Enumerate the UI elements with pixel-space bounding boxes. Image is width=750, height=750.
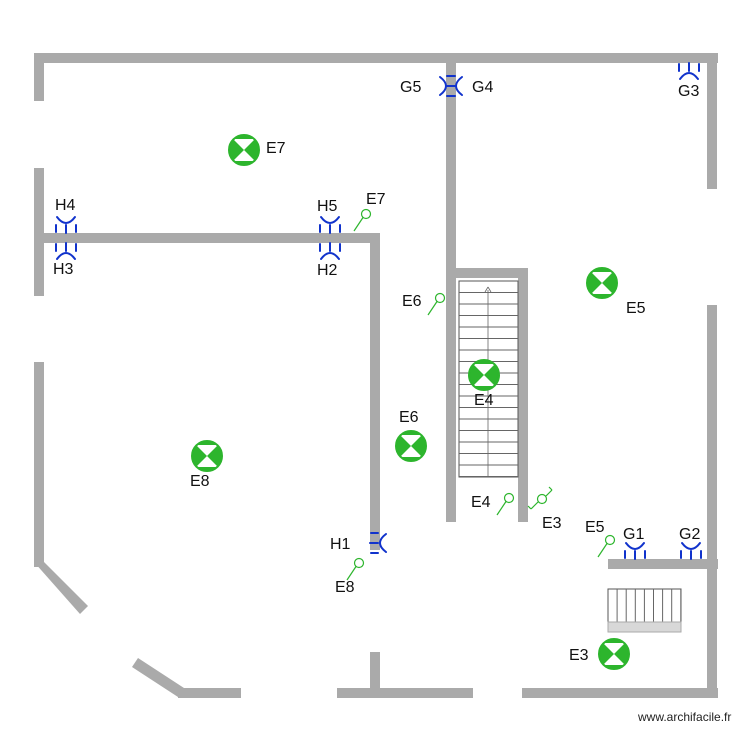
socket-label-h5: H5 [317, 198, 338, 215]
switches: E7 E6 E4 E3 [335, 191, 616, 597]
socket-icon [55, 242, 77, 260]
switch-e7[interactable]: E7 [353, 191, 386, 232]
wall-stair-right [518, 268, 528, 522]
light-label-e6: E6 [399, 409, 419, 426]
switch-icon [597, 534, 616, 558]
wall-bottom-left [178, 688, 241, 698]
socket-icon [319, 216, 341, 234]
switch-e6[interactable]: E6 [402, 292, 446, 316]
socket-icon [439, 75, 457, 97]
light-fixture-icon [598, 638, 630, 670]
switch-icon [353, 208, 372, 232]
socket-label-g4: G4 [472, 79, 493, 96]
wall-diagonal-bottom [132, 658, 184, 697]
wall-vertical-middle [370, 233, 380, 550]
socket-g4[interactable]: G4 [439, 75, 493, 97]
socket-icon [55, 216, 77, 234]
socket-h1[interactable]: H1 [330, 532, 387, 554]
switch-icon [527, 486, 553, 510]
socket-g2[interactable]: G2 [679, 526, 702, 560]
socket-label-h3: H3 [53, 261, 74, 278]
light-fixture-e3[interactable]: E3 [569, 638, 630, 670]
switch-label-e7: E7 [366, 191, 386, 208]
light-fixture-e5[interactable]: E5 [586, 267, 646, 317]
socket-icon [319, 242, 341, 260]
switch-label-e6: E6 [402, 293, 422, 310]
socket-icon [624, 542, 646, 560]
socket-icon [678, 62, 700, 80]
light-label-e4: E4 [474, 392, 494, 409]
wall-small-room-top [608, 559, 718, 569]
switch-label-e5: E5 [585, 519, 605, 536]
switch-label-e3: E3 [542, 515, 562, 532]
switch-e5[interactable]: E5 [585, 519, 616, 558]
switch-e3[interactable]: E3 [527, 486, 562, 532]
sockets: G5 G4 G3 H4 H3 H5 H2 [53, 62, 702, 560]
socket-label-g3: G3 [678, 83, 699, 100]
light-fixture-icon [468, 359, 500, 391]
wall-stair-top [446, 268, 528, 278]
switch-icon [427, 292, 446, 316]
socket-h4[interactable]: H4 [55, 197, 77, 234]
wall-bottom-right [522, 688, 718, 698]
socket-label-g5: G5 [400, 79, 421, 96]
switch-icon [346, 557, 365, 581]
light-fixture-icon [228, 134, 260, 166]
light-fixture-icon [395, 430, 427, 462]
wall-horizontal-upper [34, 233, 380, 243]
switch-icon [496, 492, 515, 516]
socket-label-h2: H2 [317, 262, 338, 279]
wall-vertical-hallway [446, 53, 456, 522]
watermark[interactable]: www.archifacile.fr [637, 710, 731, 724]
switch-e8[interactable]: E8 [335, 557, 365, 597]
socket-g1[interactable]: G1 [623, 526, 646, 560]
wall-right-bottom [707, 305, 717, 698]
wall-bottom-middle [337, 688, 473, 698]
wall-left-bottom [34, 362, 44, 567]
light-label-e7: E7 [266, 140, 286, 157]
socket-h5[interactable]: H5 [317, 198, 341, 234]
light-fixture-e7[interactable]: E7 [228, 134, 286, 166]
socket-label-h1: H1 [330, 536, 351, 553]
light-fixture-e6[interactable]: E6 [395, 409, 427, 462]
wall-left-middle [34, 168, 44, 296]
switch-e4[interactable]: E4 [471, 492, 515, 516]
light-label-e8: E8 [190, 473, 210, 490]
wall-left-top [34, 53, 44, 101]
socket-label-g1: G1 [623, 526, 644, 543]
wall-top [34, 53, 718, 63]
socket-g3[interactable]: G3 [678, 62, 700, 100]
switch-label-e4: E4 [471, 494, 491, 511]
socket-label-h4: H4 [55, 197, 76, 214]
light-label-e5: E5 [626, 300, 646, 317]
socket-h3[interactable]: H3 [53, 242, 77, 278]
light-label-e3: E3 [569, 647, 589, 664]
socket-icon [680, 542, 702, 560]
light-fixture-icon [586, 267, 618, 299]
light-fixture-e4[interactable]: E4 [468, 359, 500, 409]
walls [34, 53, 718, 698]
socket-icon [369, 532, 387, 554]
stairs-small [607, 588, 682, 633]
wall-bottom-stub [370, 652, 380, 692]
light-fixture-icon [191, 440, 223, 472]
socket-label-g2: G2 [679, 526, 700, 543]
light-fixtures: E7 E5 E4 E6 E8 E3 [190, 134, 646, 670]
switch-label-e8: E8 [335, 579, 355, 596]
light-fixture-e8[interactable]: E8 [190, 440, 223, 490]
socket-h2[interactable]: H2 [317, 242, 341, 279]
wall-diagonal-left [34, 562, 88, 614]
wall-right-top [707, 53, 717, 189]
